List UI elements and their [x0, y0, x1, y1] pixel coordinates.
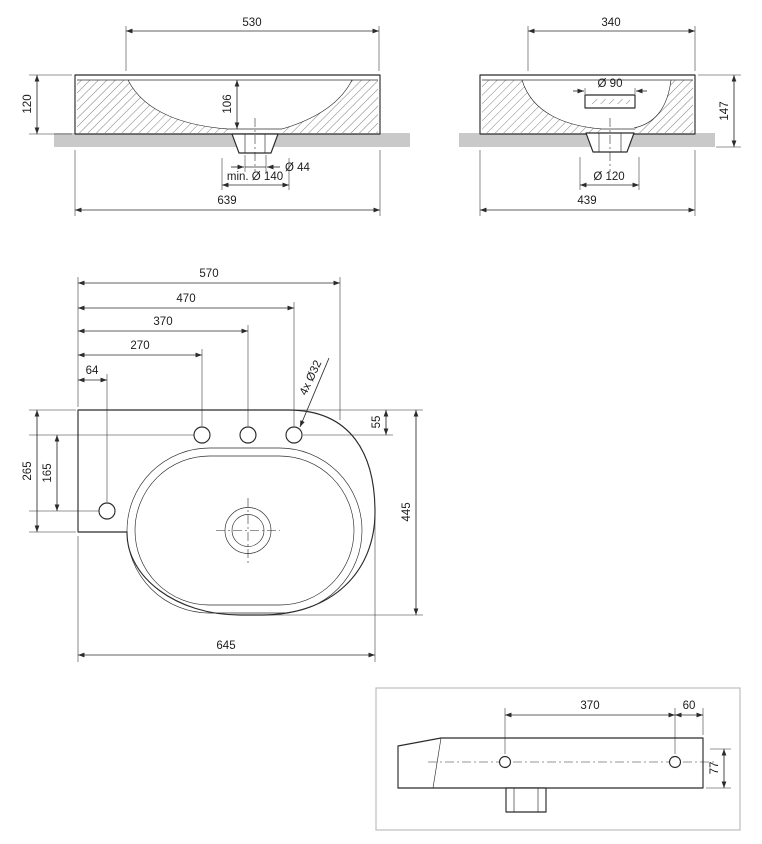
dim-plan-570: 570 — [77, 268, 341, 286]
dim-plan-64: 64 — [77, 365, 108, 383]
dim-label-530: 530 — [242, 17, 261, 29]
basin-plan-outline — [77, 409, 376, 616]
dim-label-165: 165 — [42, 463, 54, 482]
dim-plan-270: 270 — [77, 340, 203, 358]
dim-label-645: 645 — [216, 640, 235, 652]
bowl-rim-outer — [126, 447, 363, 614]
dim-label-147: 147 — [719, 101, 731, 120]
dim-label-439: 439 — [577, 195, 596, 207]
dim-plan-645: 645 — [77, 516, 376, 662]
dim-label-rear-370: 370 — [580, 700, 599, 712]
dim-label-120-drain: Ø 120 — [593, 171, 624, 183]
dim-label-rear-60: 60 — [683, 700, 696, 712]
dim-front-639: 639 — [74, 150, 381, 216]
tap-hole-3 — [285, 426, 303, 444]
tap-hole-2 — [239, 426, 257, 444]
front-view: 530 120 106 Ø 44 min. Ø 140 — [22, 17, 410, 216]
dim-front-106: 106 — [222, 79, 240, 130]
wall-shelf-band — [54, 133, 410, 147]
dim-label-570: 570 — [199, 268, 218, 280]
dim-rear-77: 77 — [706, 748, 731, 789]
dim-plan-370: 370 — [77, 316, 249, 334]
dim-plan-470: 470 — [77, 293, 295, 311]
dim-plan-55: 55 — [290, 409, 423, 436]
dim-plan-165: 165 — [29, 434, 194, 512]
dim-label-340: 340 — [601, 17, 620, 29]
bowl-rim-inner — [134, 455, 355, 606]
dim-label-rear-77: 77 — [709, 762, 721, 775]
dim-label-639: 639 — [217, 195, 236, 207]
dim-plan-445: 445 — [268, 409, 423, 616]
dim-label-470: 470 — [176, 293, 195, 305]
basin-rear-outline — [397, 737, 704, 789]
plan-view: 570 470 370 270 64 4x Ø32 — [22, 268, 423, 662]
dim-label-370: 370 — [153, 316, 172, 328]
drain-trap-rear — [505, 787, 547, 813]
dim-label-90: Ø 90 — [598, 78, 623, 90]
dim-side-340: 340 — [527, 17, 696, 71]
dim-rear-60: 60 — [674, 700, 704, 735]
dim-label-120: 120 — [22, 94, 34, 113]
tap-hole-1 — [193, 426, 211, 444]
section-hatch-left — [77, 80, 228, 133]
dim-front-120: 120 — [22, 74, 72, 135]
dim-front-drain-44: Ø 44 — [231, 155, 311, 174]
dim-plan-265: 265 — [22, 409, 76, 533]
section-hatch-wall — [482, 80, 602, 133]
overflow-slot-hatch — [590, 99, 630, 104]
dim-front-530: 530 — [125, 17, 380, 71]
dim-label-445: 445 — [401, 502, 413, 521]
dim-label-270: 270 — [130, 340, 149, 352]
dim-label-min-140: min. Ø 140 — [227, 171, 283, 183]
dim-label-106: 106 — [222, 94, 234, 113]
dim-label-44: Ø 44 — [285, 162, 311, 174]
dim-front-min-140: min. Ø 140 — [221, 158, 290, 190]
dim-label-265: 265 — [22, 461, 34, 480]
mounting-hole-right — [668, 755, 682, 769]
tap-hole-side — [98, 502, 116, 520]
dim-label-64: 64 — [86, 365, 99, 377]
section-hatch-rim — [634, 80, 693, 133]
dim-side-overflow-90: Ø 90 — [573, 78, 647, 94]
dim-side-147: 147 — [698, 74, 741, 148]
dim-label-55: 55 — [371, 416, 383, 429]
dim-side-439: 439 — [479, 150, 696, 216]
side-view: 340 Ø 90 147 Ø 120 439 — [459, 17, 741, 216]
dim-side-120: Ø 120 — [579, 157, 640, 190]
rear-view-inset: 370 60 77 — [375, 687, 741, 831]
wall-shelf-band-side — [459, 133, 715, 147]
mounting-hole-left — [498, 755, 512, 769]
